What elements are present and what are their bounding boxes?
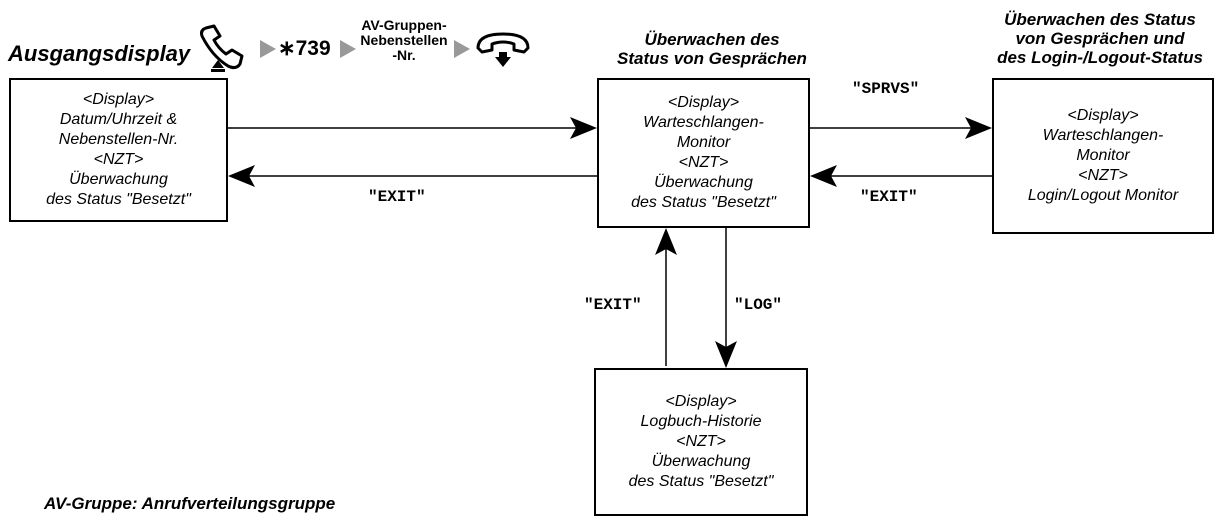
arrowhead <box>655 228 677 255</box>
arrowhead <box>810 165 837 187</box>
triangle-right-icon <box>260 40 276 63</box>
heading-middle: Überwachen des Status von Gesprächen <box>617 30 807 68</box>
feature-code: ∗739 <box>278 37 331 60</box>
group-extension-label: AV-Gruppen- Nebenstellen -Nr. <box>360 17 448 63</box>
box-log-history: <Display> Logbuch-Historie <NZT> Überwac… <box>594 368 808 516</box>
handset-onhook-icon <box>474 28 532 75</box>
heading-right: Überwachen des Status von Gesprächen und… <box>997 10 1203 67</box>
start-label: Ausgangsdisplay <box>8 41 191 66</box>
footnote: AV-Gruppe: Anrufverteilungsgruppe <box>44 494 336 513</box>
label-log: "LOG" <box>734 296 783 314</box>
box-queue-monitor: <Display> Warteschlangen- Monitor <NZT> … <box>597 78 810 228</box>
box-initial-display: <Display> Datum/Uhrzeit & Nebenstellen-N… <box>9 78 228 222</box>
arrowhead <box>965 117 992 139</box>
label-exit-to-initial: "EXIT" <box>368 188 426 206</box>
arrowhead <box>570 117 597 139</box>
arrowhead <box>228 165 255 187</box>
arrowhead <box>715 341 737 368</box>
label-exit-from-log: "EXIT" <box>584 296 642 314</box>
triangle-right-icon <box>340 40 356 63</box>
label-exit-to-queue: "EXIT" <box>860 188 918 206</box>
triangle-right-icon <box>454 40 470 63</box>
label-sprvs: "SPRVS" <box>852 80 920 98</box>
box-login-monitor: <Display> Warteschlangen- Monitor <NZT> … <box>992 78 1214 234</box>
handset-offhook-icon <box>196 24 256 79</box>
